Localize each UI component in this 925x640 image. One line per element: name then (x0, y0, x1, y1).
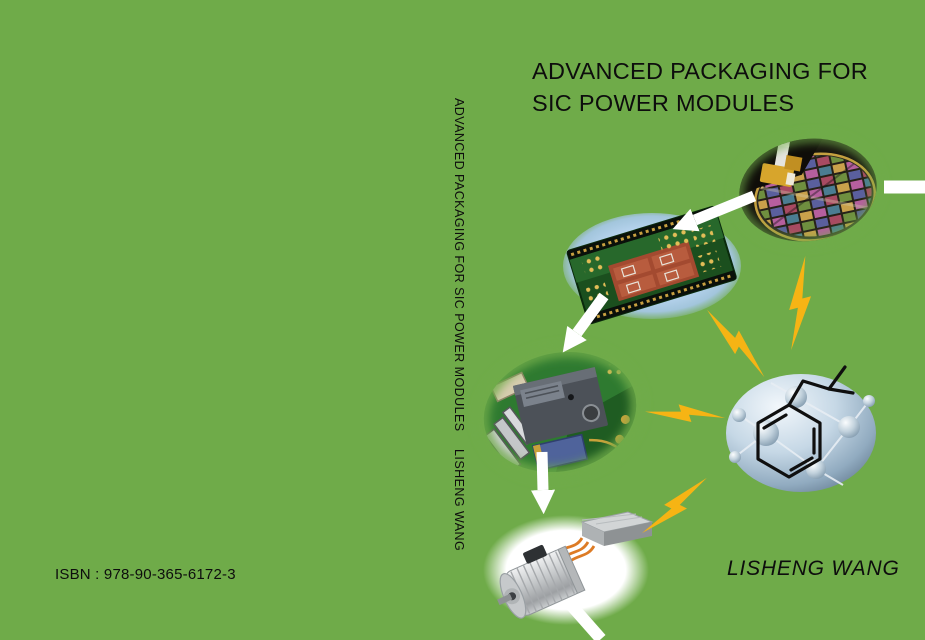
front-cover-author: LISHENG WANG (727, 557, 900, 580)
arrow-module-to-motor (530, 451, 556, 515)
lightning-bolt-icon (789, 255, 812, 351)
arrow-motor-to-bottom-edge (566, 601, 606, 640)
flow-arrows (530, 180, 925, 640)
electric-motor (497, 544, 586, 619)
wafer-pick-and-place-photo (732, 129, 884, 251)
isbn-text: ISBN : 978-90-365-6172-3 (55, 566, 236, 583)
lightning-bolts (641, 255, 812, 534)
power-module-pcb-photo (471, 337, 649, 487)
spine-title: ADVANCED PACKAGING FOR SIC POWER MODULES (452, 98, 466, 432)
lightning-bolt-icon (707, 309, 765, 378)
lightning-bolt-icon (645, 404, 726, 422)
inverter-box (580, 511, 654, 546)
dbc-substrate-photo (563, 205, 741, 325)
arrow-wafer-to-substrate (672, 190, 757, 232)
title-line-2: SIC POWER MODULES (532, 90, 795, 116)
lightning-bolt-icon (641, 477, 707, 534)
arrow-substrate-to-module (562, 292, 609, 353)
front-cover-title: ADVANCED PACKAGING FOR SIC POWER MODULES (532, 55, 868, 119)
motor-inverter-photo (483, 511, 654, 625)
molecule-photo (726, 365, 876, 492)
spine-author: LISHENG WANG (452, 449, 466, 552)
title-line-1: ADVANCED PACKAGING FOR (532, 58, 869, 84)
